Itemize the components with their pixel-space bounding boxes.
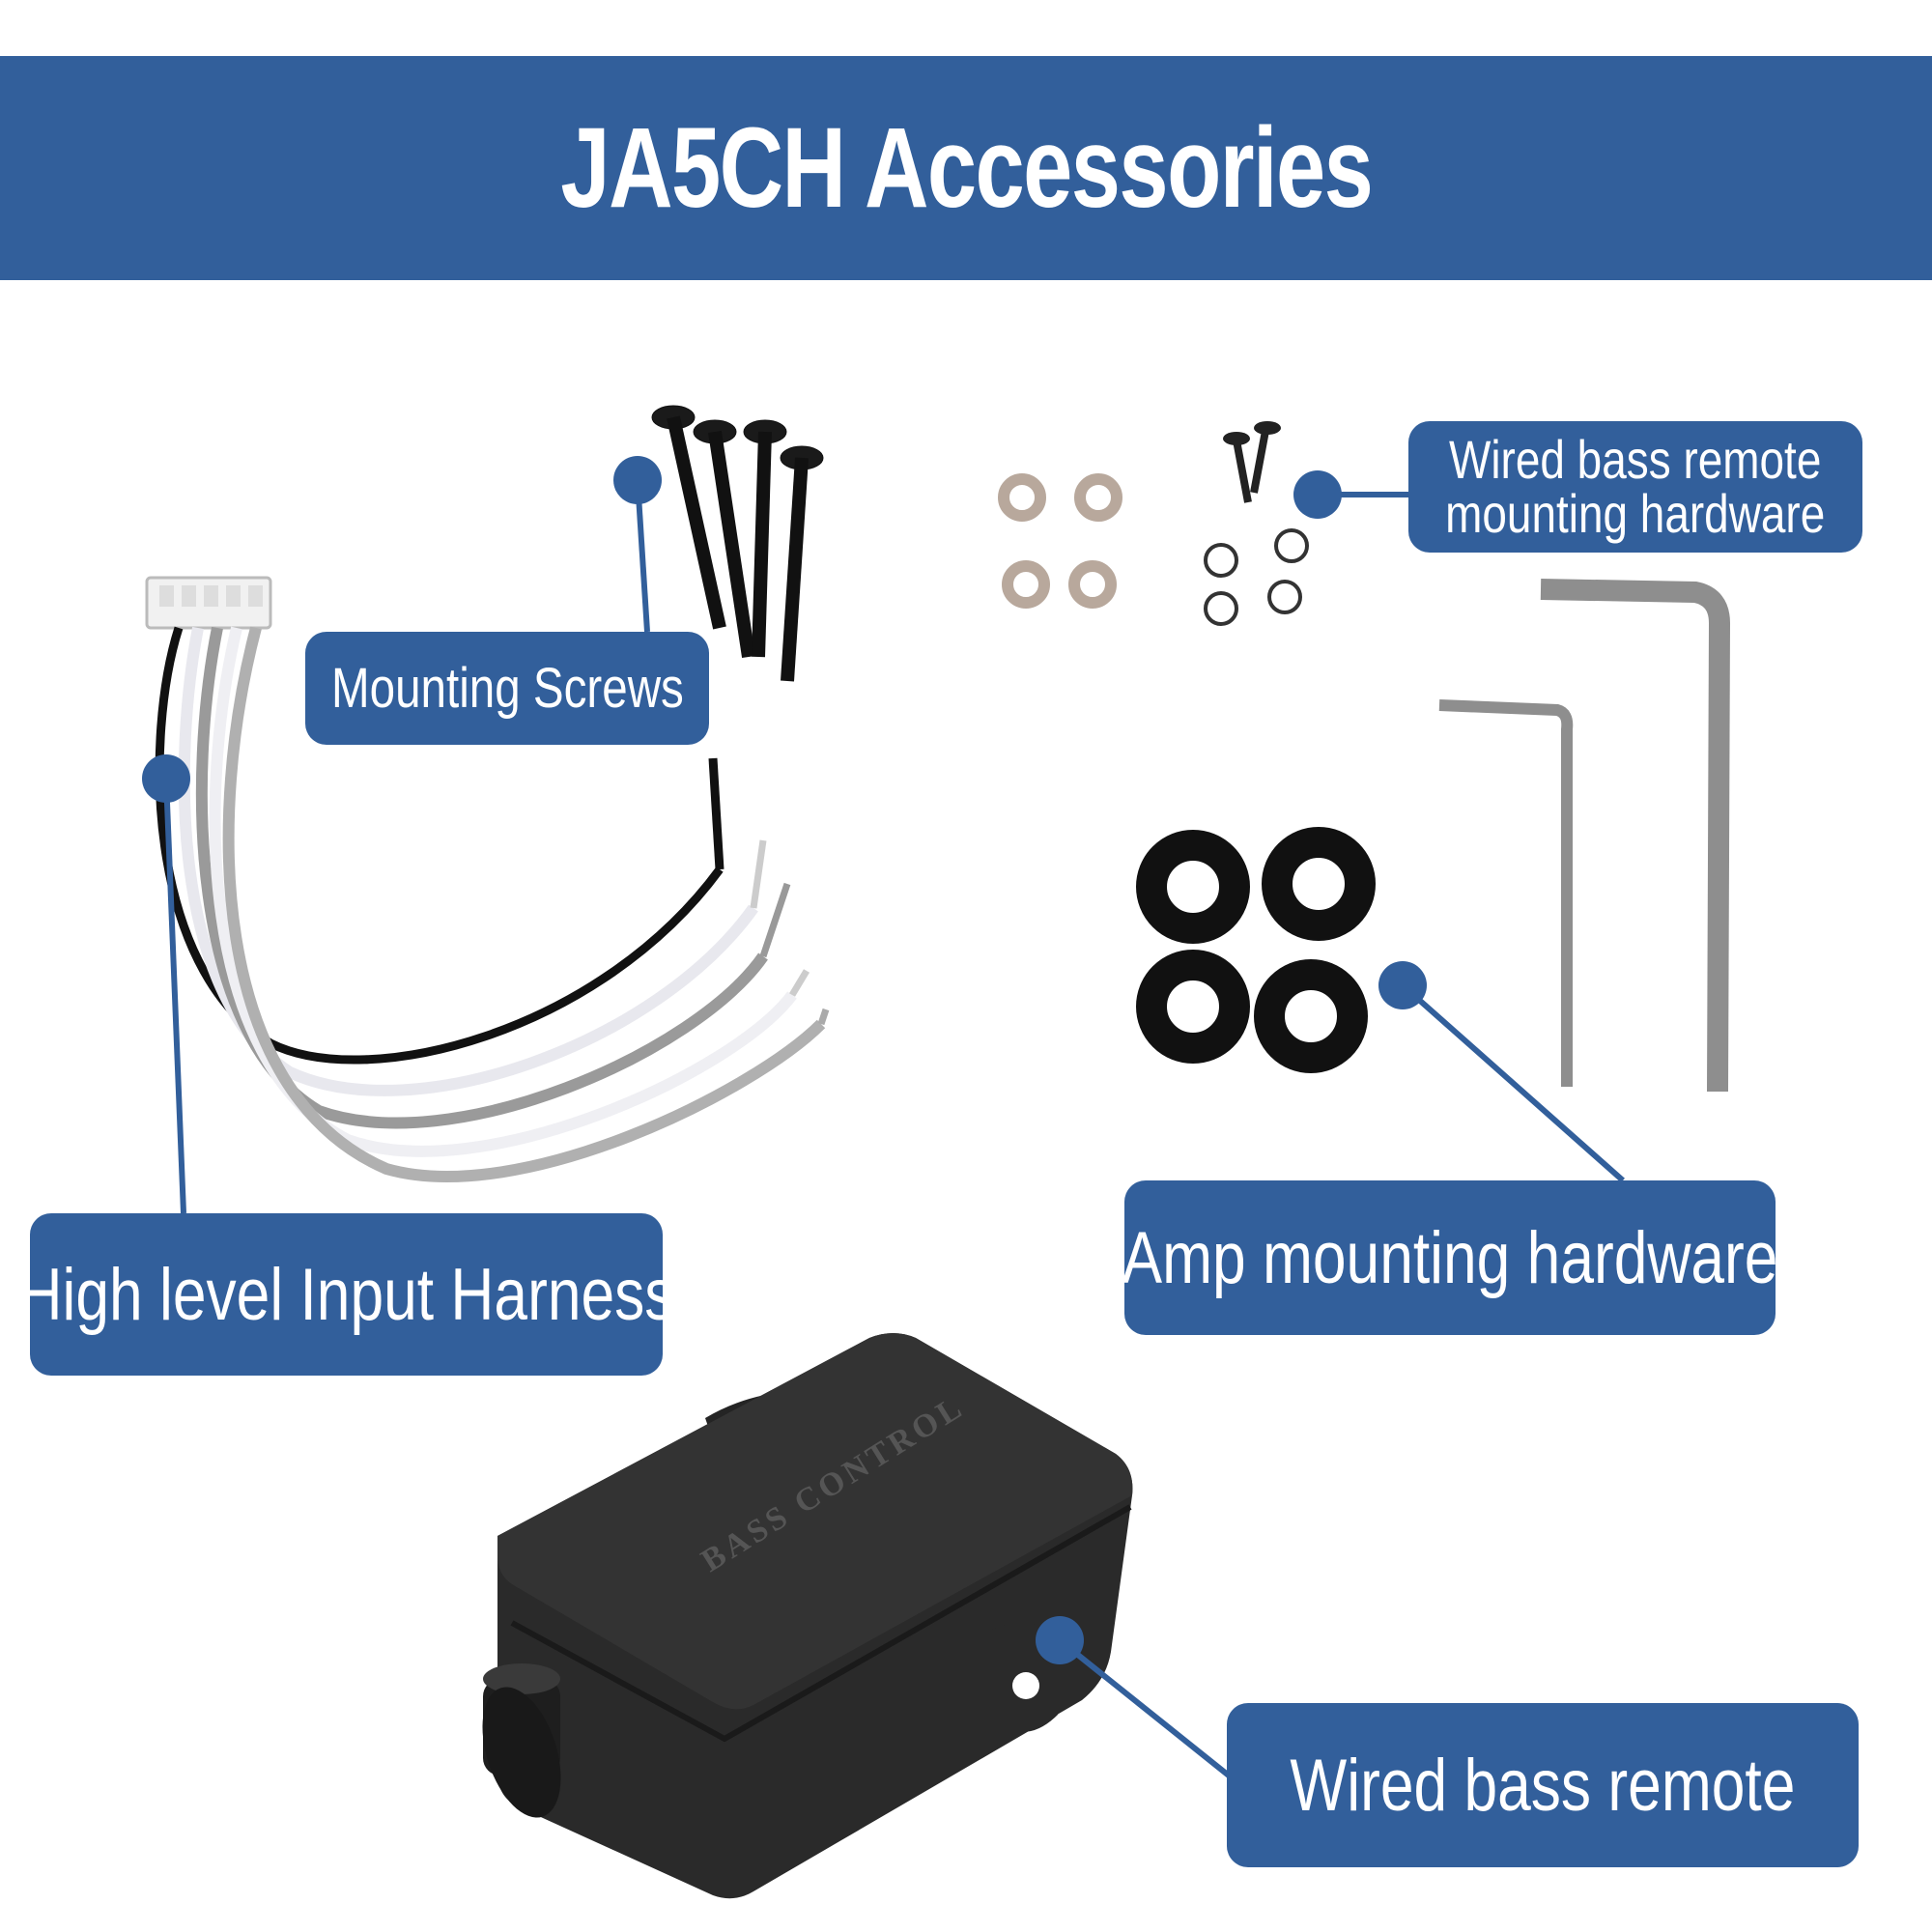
title-banner: JA5CH Accessories — [0, 56, 1932, 280]
remote-hardware-line2: mounting hardware — [1445, 483, 1826, 544]
mounting-screws-image — [651, 405, 824, 682]
remote-mounting-hardware-image — [998, 421, 1309, 626]
callout-lines — [142, 456, 1625, 1778]
bass-remote-image: BASS CONTROL — [482, 1333, 1133, 1899]
amp-mounting-hardware-label: Amp mounting hardware — [1122, 1180, 1777, 1335]
amp-mounting-hardware-image — [1136, 827, 1376, 1073]
input-harness-label: High level Input Harness — [18, 1213, 674, 1376]
mounting-screws-label: Mounting Screws — [305, 632, 709, 745]
remote-mounting-hardware-label: Wired bass remote mounting hardware — [1408, 421, 1862, 553]
bass-remote-label: Wired bass remote — [1227, 1703, 1859, 1867]
page-title: JA5CH Accessories — [560, 104, 1373, 232]
remote-hardware-line1: Wired bass remote — [1449, 429, 1822, 490]
hex-keys-image — [1438, 579, 1731, 1093]
